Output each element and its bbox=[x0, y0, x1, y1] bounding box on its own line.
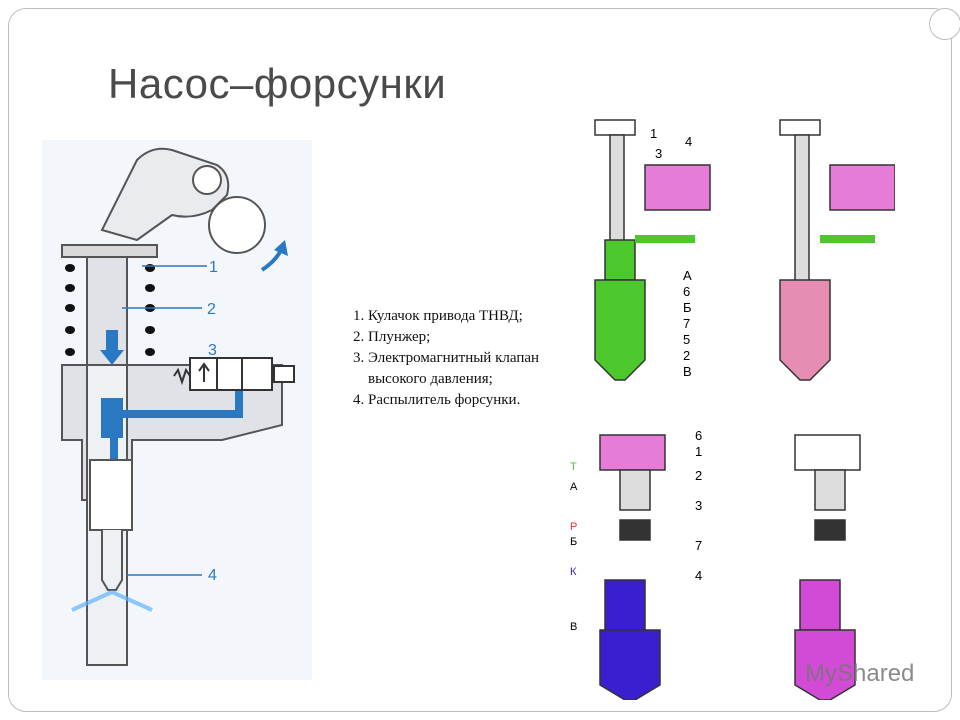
callout-bl-a: А bbox=[570, 481, 578, 493]
callout-tl-7: 7 bbox=[683, 316, 690, 331]
callout-bl-1: 1 bbox=[695, 444, 702, 459]
legend-item: Электромагнитный клапан высокого давлени… bbox=[368, 348, 540, 390]
slide-title: Насос–форсунки bbox=[108, 60, 447, 107]
callout-4: 4 bbox=[208, 567, 217, 584]
unit-injector-schematic: 1 2 3 4 bbox=[42, 140, 312, 680]
callout-1: 1 bbox=[209, 259, 218, 276]
callout-bl-v: В bbox=[570, 621, 577, 633]
callout-tl-2: 2 bbox=[683, 348, 690, 363]
callout-bl-2: 2 bbox=[695, 468, 702, 483]
injector-operation-diagrams: 1 3 4 А 6 Б 7 5 2 В 6 1 2 3 7 4 Т А Р Б … bbox=[570, 119, 895, 700]
callout-bl-3: 3 bbox=[695, 498, 702, 513]
diagram-green bbox=[594, 119, 711, 381]
callout-bl-k: К bbox=[570, 566, 577, 578]
callout-bl-6: 6 bbox=[695, 428, 702, 443]
callout-bl-t: Т bbox=[570, 461, 577, 473]
diagram-pink bbox=[779, 119, 895, 381]
diagram-purple bbox=[599, 434, 666, 700]
legend-item: Плунжер; bbox=[368, 327, 540, 348]
legend-list: Кулачок привода ТНВД; Плунжер; Электрома… bbox=[330, 306, 540, 411]
callout-tl-b: Б bbox=[683, 300, 692, 315]
callout-tl-3: 3 bbox=[655, 146, 662, 161]
legend-item: Кулачок привода ТНВД; bbox=[368, 306, 540, 327]
callout-bl-4: 4 bbox=[695, 568, 702, 583]
callout-3: 3 bbox=[208, 342, 217, 359]
callout-tl-5: 5 bbox=[683, 332, 690, 347]
callout-tl-6: 6 bbox=[683, 284, 690, 299]
callout-tl-1: 1 bbox=[650, 126, 657, 141]
callout-tl-a: А bbox=[683, 268, 692, 283]
watermark: MyShared bbox=[805, 660, 915, 687]
callout-2: 2 bbox=[207, 301, 216, 318]
legend-item: Распылитель форсунки. bbox=[368, 390, 540, 411]
callout-bl-b: Б bbox=[570, 536, 577, 548]
callout-bl-p: Р bbox=[570, 521, 577, 533]
diagram-magenta bbox=[794, 434, 861, 700]
callout-tl-4: 4 bbox=[685, 134, 692, 149]
corner-decoration bbox=[929, 8, 960, 40]
callout-tl-v: В bbox=[683, 364, 692, 379]
callout-bl-7: 7 bbox=[695, 538, 702, 553]
